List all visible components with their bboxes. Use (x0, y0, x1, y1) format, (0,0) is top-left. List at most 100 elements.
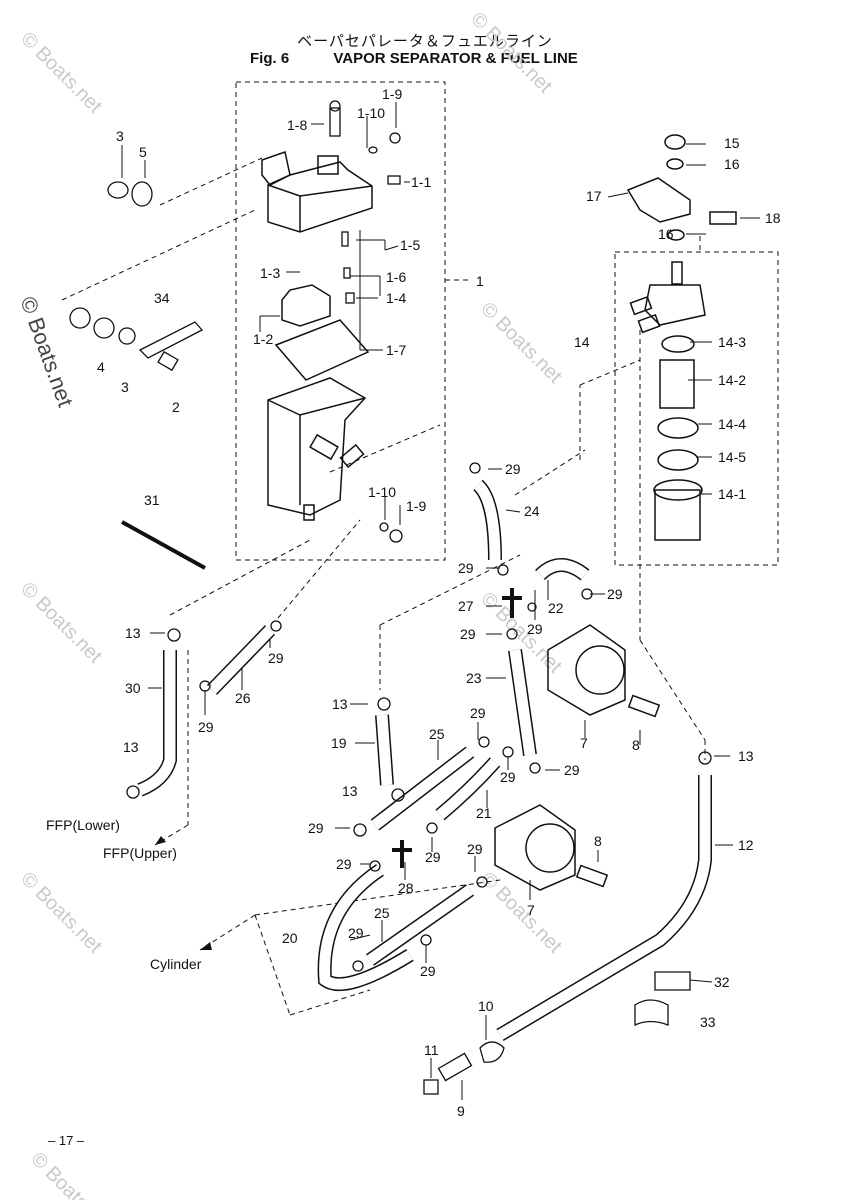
hose-30 (137, 650, 176, 796)
leader-dash (277, 519, 361, 619)
callout-34: 34 (154, 290, 170, 306)
page-number: – 17 – (48, 1133, 85, 1148)
gasket (274, 319, 370, 381)
leader-dash (154, 824, 189, 846)
separator-cover (267, 161, 373, 233)
drain-screw-1-9 (389, 529, 403, 543)
callout-26: 26 (235, 690, 251, 706)
callout-13-e: 13 (738, 748, 754, 764)
callout-14-1: 14-1 (718, 486, 746, 502)
callouts: 1-9 1-8 1-10 1-1 1-5 1-3 1-6 1-4 1 1-2 1… (46, 86, 781, 1119)
bolt-8a (627, 694, 661, 718)
callout-29-m: 29 (336, 856, 352, 872)
bushing-5 (131, 181, 153, 207)
callout-14-4: 14-4 (718, 416, 746, 432)
leader-dash (379, 554, 521, 626)
callout-18: 18 (765, 210, 781, 226)
float (281, 284, 331, 327)
o-ring-14-3 (661, 335, 695, 353)
callout-14-5: 14-5 (718, 449, 746, 465)
callout-32: 32 (714, 974, 730, 990)
needle-1-6 (343, 267, 351, 279)
callout-5: 5 (139, 144, 147, 160)
leader-dash (169, 539, 311, 616)
callout-30: 30 (125, 680, 141, 696)
callout-3a: 3 (116, 128, 124, 144)
bolt-8b (575, 864, 609, 888)
leader-dash (61, 209, 256, 301)
callout-7-b: 7 (527, 902, 535, 918)
callout-29-n: 29 (467, 841, 483, 857)
callout-10: 10 (478, 998, 494, 1014)
arrow-cylinder (200, 942, 212, 950)
filter-nipple-a (629, 295, 653, 316)
washer-1-10b (379, 522, 389, 532)
collar-3 (118, 327, 136, 345)
callout-13-b: 13 (123, 739, 139, 755)
clip-10 (479, 1041, 505, 1063)
callout-29-l: 29 (425, 849, 441, 865)
separator-cover-bracket (261, 151, 291, 186)
hose-12 (497, 775, 711, 1040)
fuel-pump-upper (547, 624, 626, 716)
callout-1-2: 1-2 (253, 331, 273, 347)
callout-1: 1 (476, 273, 484, 289)
label-cylinder: Cylinder (150, 956, 202, 972)
washer-1-10 (368, 146, 378, 154)
hose-25b (366, 885, 474, 965)
vapor-separator-group-box (235, 81, 446, 561)
figure-title-text: VAPOR SEPARATOR & FUEL LINE (333, 50, 578, 67)
nut-1-9 (389, 132, 401, 144)
grommet-4 (93, 317, 115, 339)
callout-29-k: 29 (308, 820, 324, 836)
callout-11: 11 (424, 1042, 439, 1058)
callout-25-b: 25 (374, 905, 390, 921)
callout-20: 20 (282, 930, 298, 946)
clips (126, 462, 712, 1095)
bolt-2 (157, 350, 179, 372)
callout-29-e: 29 (460, 626, 476, 642)
callout-2: 2 (172, 399, 180, 415)
callout-29-a: 29 (505, 461, 521, 477)
hose-21 (436, 758, 500, 820)
callout-29-h: 29 (470, 705, 486, 721)
hose-22 (536, 559, 589, 580)
arrows (155, 836, 212, 950)
separator-bowl (267, 377, 367, 516)
callout-29-b: 29 (458, 560, 474, 576)
pin-1-5 (341, 231, 349, 247)
screw-1-8 (329, 107, 341, 137)
leader-dash (159, 157, 263, 206)
filter-cup-14-1 (654, 489, 701, 541)
callout-14-2: 14-2 (718, 372, 746, 388)
watermark-group: © Boats.net © Boats.net © Boats.net © Bo… (15, 8, 566, 1200)
washer-16a (666, 158, 684, 170)
bolt-18 (709, 211, 737, 225)
callout-12: 12 (738, 837, 754, 853)
callout-7-a: 7 (580, 735, 588, 751)
callout-29-j: 29 (564, 762, 580, 778)
watermark: © Boats.net (466, 8, 556, 98)
callout-4: 4 (97, 359, 105, 375)
fuel-pump-lower (494, 804, 576, 891)
callout-24: 24 (524, 503, 540, 519)
callout-1-9b: 1-9 (406, 498, 426, 514)
callout-29-g: 29 (198, 719, 214, 735)
callout-1-10a: 1-10 (357, 105, 385, 121)
callout-27: 27 (458, 598, 474, 614)
callout-15: 15 (724, 135, 740, 151)
callout-1-1: 1-1 (411, 174, 431, 190)
title-japanese: ベーパセパレータ＆フュエルライン (297, 32, 553, 50)
fuel-pumps (392, 588, 661, 891)
callout-1-5: 1-5 (400, 237, 420, 253)
clamp-32 (654, 971, 691, 991)
callout-22: 22 (548, 600, 564, 616)
tie-band-31 (121, 520, 206, 570)
callout-13-a: 13 (125, 625, 141, 641)
screw-1-1 (387, 175, 401, 185)
filter-element-14-2 (659, 359, 695, 409)
label-ffp-lower: FFP(Lower) (46, 817, 120, 833)
fuel-filter-group-box (614, 251, 779, 566)
leader-dash (329, 424, 441, 473)
leader-dash (579, 359, 641, 386)
